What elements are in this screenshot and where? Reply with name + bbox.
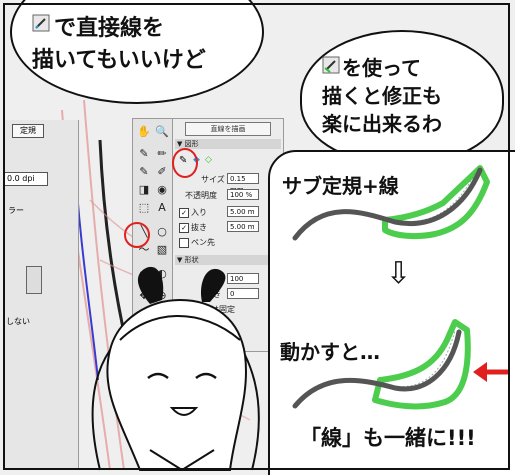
in-label: 入り <box>191 208 207 217</box>
pencil-icon[interactable]: ✏ <box>157 147 167 160</box>
out-label: 抜き <box>191 223 207 232</box>
section-shape[interactable]: ▼ 形状 <box>175 255 281 265</box>
hand-icon[interactable]: ✋ <box>137 125 151 138</box>
thickness-field[interactable]: 100 <box>227 273 259 284</box>
eraser-icon[interactable]: ◨ <box>138 183 150 196</box>
bubble-left-line2: 描いてもいいけど <box>32 48 206 73</box>
curve-diagram-before <box>292 165 490 241</box>
size-label: サイズ <box>201 175 225 184</box>
annotation-footer: 「線」も一緒に!!! <box>300 426 476 450</box>
opacity-label: 不透明度 <box>185 191 217 200</box>
ruler-tab[interactable]: 定規 <box>12 124 44 138</box>
in-checkbox[interactable]: ✓ <box>179 208 189 218</box>
pen-tool-icon <box>32 14 50 32</box>
highlight-line-tool <box>124 222 150 248</box>
annotation-heading: サブ定規+線 <box>282 174 399 198</box>
color-label: ラー <box>8 206 24 215</box>
curve-diagram-after <box>292 319 510 410</box>
bubble-right-line1: を使って <box>342 56 421 80</box>
down-arrow-icon: ⇩ <box>386 256 412 291</box>
section-figure[interactable]: ▼ 図形 <box>175 139 281 149</box>
direct-draw-icon[interactable]: ◇ <box>205 155 212 165</box>
brush-checkbox[interactable] <box>179 238 189 248</box>
brush-icon[interactable]: ✐ <box>157 165 167 178</box>
bubble-left-line1: で直接線を <box>54 16 165 41</box>
curve-icon[interactable]: 〜 <box>138 243 150 256</box>
color-icon[interactable]: ◐ <box>157 267 167 280</box>
fill-icon[interactable]: ◉ <box>157 183 167 196</box>
annotation-moved-caption: 動かすと… <box>280 340 380 364</box>
marker-icon[interactable]: ✎ <box>139 165 149 178</box>
out-checkbox[interactable]: ✓ <box>179 223 189 233</box>
highlight-ruler-pen <box>172 148 198 178</box>
tool-title: 直線を描画 <box>185 122 271 136</box>
text-icon[interactable]: A <box>158 201 166 214</box>
pen-icon[interactable]: ✎ <box>139 147 149 160</box>
zoom-icon[interactable]: 🔍 <box>155 125 169 138</box>
brush-label: ペン先 <box>191 238 215 247</box>
shape-icon[interactable]: ○ <box>157 225 167 238</box>
out-field[interactable]: 5.00 m <box>227 221 259 232</box>
in-field[interactable]: 5.00 m <box>227 206 259 217</box>
option-label: しない <box>6 317 30 326</box>
select-icon[interactable]: ⬚ <box>138 201 150 214</box>
bubble-right-line3: 楽に出来るわ <box>322 112 442 136</box>
gradient-icon[interactable]: ▧ <box>156 243 168 256</box>
speech-bubble-right <box>300 30 504 164</box>
direction-field[interactable]: 0 <box>227 288 259 299</box>
scroll-handle[interactable] <box>26 266 42 294</box>
opacity-field[interactable]: 100 % <box>227 189 259 200</box>
bubble-right-line2: 描くと修正も <box>322 84 442 108</box>
ruler-pen-tool-icon <box>322 56 340 74</box>
